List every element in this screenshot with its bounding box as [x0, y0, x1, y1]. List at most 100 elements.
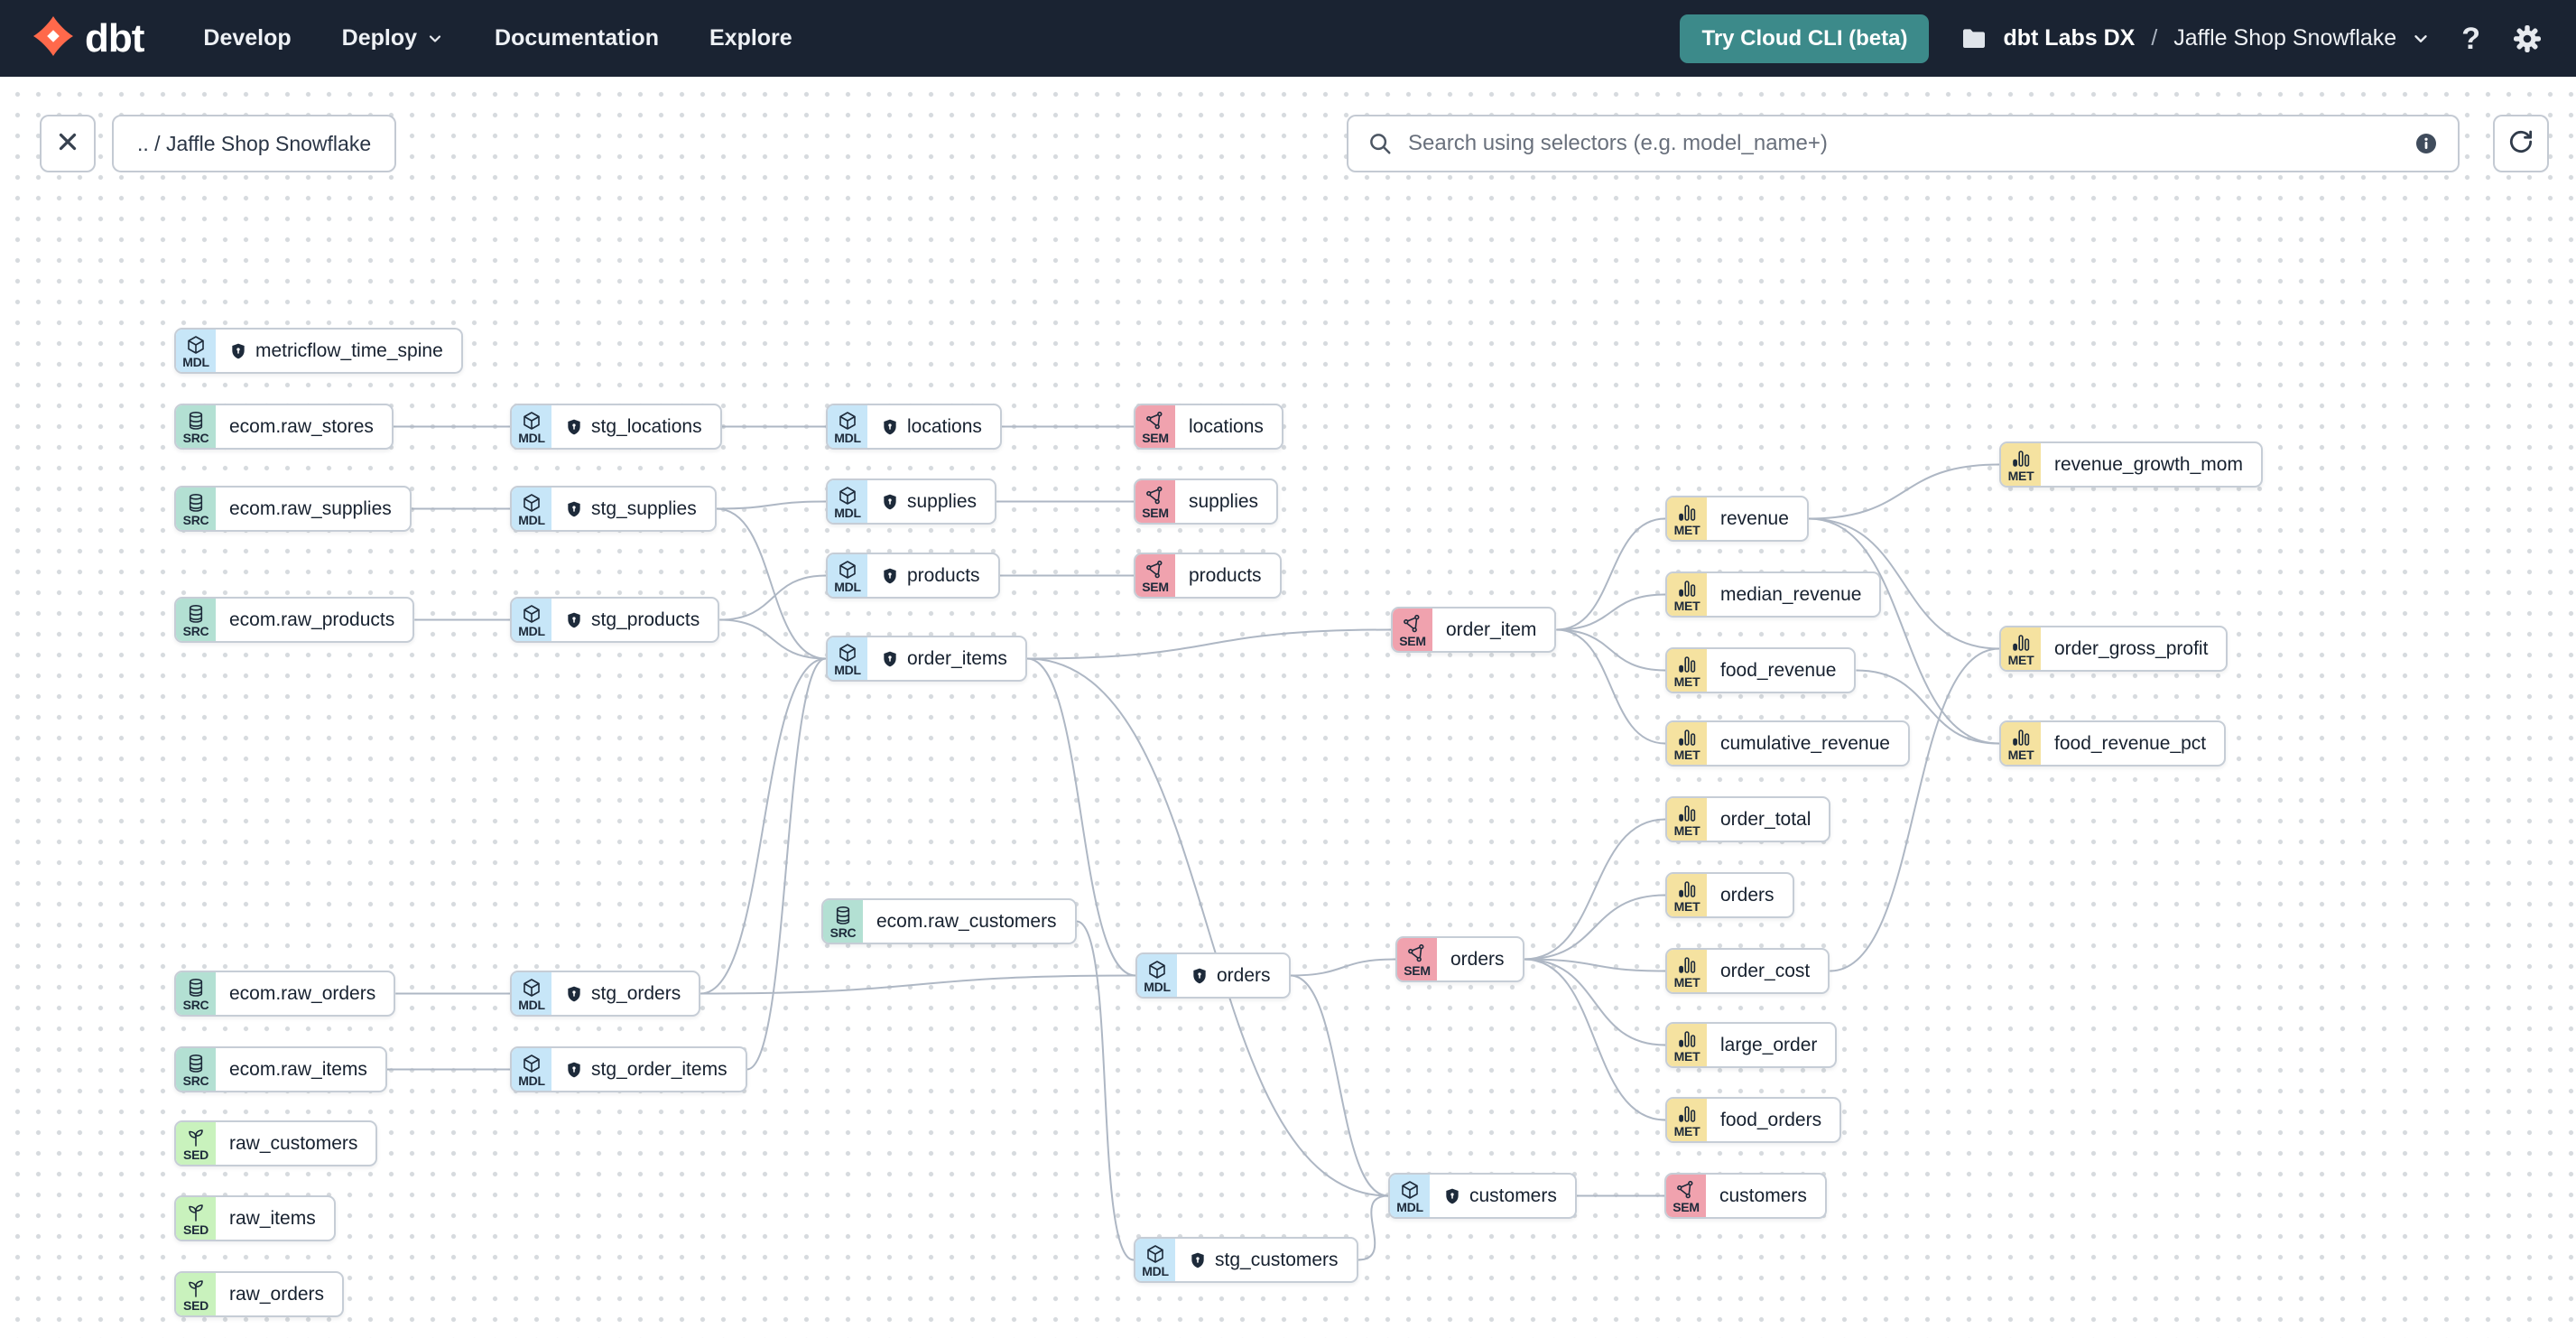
- graph-node-sem_supplies[interactable]: SEM supplies: [1134, 479, 1279, 525]
- graph-node-met_cumulative_revenue[interactable]: MET cumulative_revenue: [1665, 720, 1910, 767]
- graph-node-met_food_orders[interactable]: MET food_orders: [1665, 1097, 1842, 1143]
- graph-node-sem_products[interactable]: SEM products: [1134, 553, 1282, 599]
- project-breadcrumb[interactable]: dbt Labs DX / Jaffle Shop Snowflake: [1960, 24, 2431, 53]
- graph-node-met_median_revenue[interactable]: MET median_revenue: [1665, 571, 1882, 618]
- graph-node-met_orders[interactable]: MET orders: [1665, 872, 1794, 918]
- graph-node-mdl_order_items[interactable]: MDL order_items: [826, 636, 1027, 682]
- node-type-badge: MET: [1673, 974, 1700, 990]
- node-type-badge: MET: [1673, 522, 1700, 537]
- source-icon: [185, 603, 207, 625]
- graph-node-sem_orders[interactable]: SEM orders: [1395, 936, 1524, 982]
- graph-node-met_revenue_growth_mom[interactable]: MET revenue_growth_mom: [1999, 441, 2263, 488]
- semantic-model-icon: [1675, 1179, 1697, 1201]
- menu-item-explore[interactable]: Explore: [709, 25, 792, 51]
- metric-icon: [2010, 632, 2032, 654]
- node-label: stg_customers: [1215, 1249, 1339, 1270]
- node-label: order_gross_profit: [2054, 637, 2209, 659]
- graph-node-met_revenue[interactable]: MET revenue: [1665, 496, 1809, 542]
- project-name[interactable]: Jaffle Shop Snowflake: [2173, 25, 2397, 51]
- graph-node-sed_raw_orders[interactable]: SED raw_orders: [174, 1271, 345, 1317]
- metric-icon: [1676, 803, 1698, 824]
- metric-icon: [1676, 578, 1698, 599]
- graph-node-mdl_locations[interactable]: MDL locations: [826, 404, 1002, 450]
- node-type-badge: SEM: [1404, 962, 1431, 978]
- node-type-badge: MET: [1673, 598, 1700, 613]
- model-icon: [1399, 1179, 1421, 1201]
- help-icon[interactable]: ?: [2461, 21, 2480, 56]
- node-label: raw_orders: [229, 1283, 325, 1305]
- graph-node-met_order_gross_profit[interactable]: MET order_gross_profit: [1999, 626, 2229, 672]
- node-label: stg_locations: [591, 415, 702, 437]
- graph-node-mdl_products[interactable]: MDL products: [826, 553, 1000, 599]
- graph-node-met_large_order[interactable]: MET large_order: [1665, 1022, 1838, 1068]
- model-icon: [1144, 1243, 1166, 1265]
- graph-node-sem_locations[interactable]: SEM locations: [1134, 404, 1283, 450]
- model-icon: [837, 642, 858, 664]
- node-type-badge: SEM: [1142, 430, 1169, 445]
- dbt-logo[interactable]: dbt: [32, 15, 144, 61]
- graph-node-src_raw_supplies[interactable]: SRC ecom.raw_supplies: [174, 486, 412, 532]
- model-icon: [521, 1053, 542, 1074]
- node-type-badge: MDL: [518, 430, 545, 445]
- node-type-badge: SRC: [182, 623, 209, 638]
- protected-shield-icon: [881, 567, 899, 585]
- graph-node-src_raw_products[interactable]: SRC ecom.raw_products: [174, 597, 415, 643]
- model-icon: [185, 334, 207, 356]
- graph-node-sem_customers[interactable]: SEM customers: [1664, 1173, 1827, 1219]
- graph-node-mdl_orders[interactable]: MDL orders: [1135, 952, 1291, 999]
- graph-node-mdl_supplies[interactable]: MDL supplies: [826, 479, 997, 525]
- node-label: food_revenue_pct: [2054, 732, 2207, 754]
- semantic-model-icon: [1144, 410, 1166, 432]
- lineage-canvas[interactable]: MDL metricflow_time_spine SRC ecom.raw_s…: [0, 77, 2576, 1338]
- node-type-badge: SEM: [1142, 505, 1169, 520]
- graph-node-met_food_revenue[interactable]: MET food_revenue: [1665, 647, 1857, 693]
- node-label: ecom.raw_supplies: [229, 497, 392, 519]
- graph-node-met_order_total[interactable]: MET order_total: [1665, 796, 1831, 842]
- graph-node-src_raw_orders[interactable]: SRC ecom.raw_orders: [174, 971, 396, 1017]
- model-icon: [521, 410, 542, 432]
- graph-node-sem_order_item[interactable]: SEM order_item: [1391, 607, 1557, 653]
- node-label: locations: [1189, 415, 1264, 437]
- graph-node-mdl_stg_supplies[interactable]: MDL stg_supplies: [510, 486, 717, 532]
- graph-node-mdl_stg_customers[interactable]: MDL stg_customers: [1134, 1237, 1358, 1283]
- search-input[interactable]: [1406, 130, 2400, 157]
- gear-icon[interactable]: [2511, 23, 2544, 55]
- close-lineage-button[interactable]: [40, 115, 96, 172]
- node-label: stg_order_items: [591, 1058, 727, 1080]
- graph-node-mdl_stg_products[interactable]: MDL stg_products: [510, 597, 720, 643]
- metric-icon: [1676, 878, 1698, 900]
- graph-node-sed_raw_items[interactable]: SED raw_items: [174, 1195, 336, 1241]
- node-label: locations: [907, 415, 982, 437]
- graph-node-src_raw_items[interactable]: SRC ecom.raw_items: [174, 1046, 387, 1092]
- graph-node-mdl_stg_order_items[interactable]: MDL stg_order_items: [510, 1046, 747, 1092]
- account-name[interactable]: dbt Labs DX: [2003, 25, 2136, 51]
- graph-node-mdl_customers[interactable]: MDL customers: [1388, 1173, 1577, 1219]
- lineage-breadcrumb[interactable]: .. / Jaffle Shop Snowflake: [112, 115, 397, 172]
- chevron-down-icon[interactable]: [2411, 29, 2431, 49]
- graph-node-src_raw_stores[interactable]: SRC ecom.raw_stores: [174, 404, 394, 450]
- node-type-badge: MET: [1673, 1123, 1700, 1138]
- menu-item-documentation[interactable]: Documentation: [495, 25, 659, 51]
- graph-node-met_order_cost[interactable]: MET order_cost: [1665, 948, 1830, 994]
- refresh-button[interactable]: [2493, 115, 2549, 172]
- protected-shield-icon: [881, 650, 899, 668]
- graph-node-mdl_metricflow_time_spine[interactable]: MDL metricflow_time_spine: [174, 328, 463, 374]
- navbar-right: Try Cloud CLI (beta) dbt Labs DX / Jaffl…: [1680, 14, 2544, 63]
- info-icon[interactable]: [2413, 130, 2440, 157]
- graph-node-met_food_revenue_pct[interactable]: MET food_revenue_pct: [1999, 720, 2227, 767]
- node-type-badge: SED: [183, 1147, 208, 1162]
- try-cloud-cli-button[interactable]: Try Cloud CLI (beta): [1680, 14, 1930, 63]
- menu-item-deploy[interactable]: Deploy: [342, 25, 444, 51]
- graph-node-mdl_stg_locations[interactable]: MDL stg_locations: [510, 404, 722, 450]
- graph-node-src_raw_customers[interactable]: SRC ecom.raw_customers: [821, 898, 1077, 944]
- graph-node-mdl_stg_orders[interactable]: MDL stg_orders: [510, 971, 701, 1017]
- node-label: products: [907, 564, 980, 586]
- graph-node-sed_raw_customers[interactable]: SED raw_customers: [174, 1120, 378, 1166]
- menu-item-develop[interactable]: Develop: [203, 25, 291, 51]
- source-icon: [185, 977, 207, 999]
- node-label: cumulative_revenue: [1720, 732, 1890, 754]
- protected-shield-icon: [229, 342, 247, 360]
- node-type-badge: SRC: [829, 925, 857, 940]
- chevron-down-icon: [426, 30, 444, 48]
- node-label: customers: [1719, 1185, 1807, 1206]
